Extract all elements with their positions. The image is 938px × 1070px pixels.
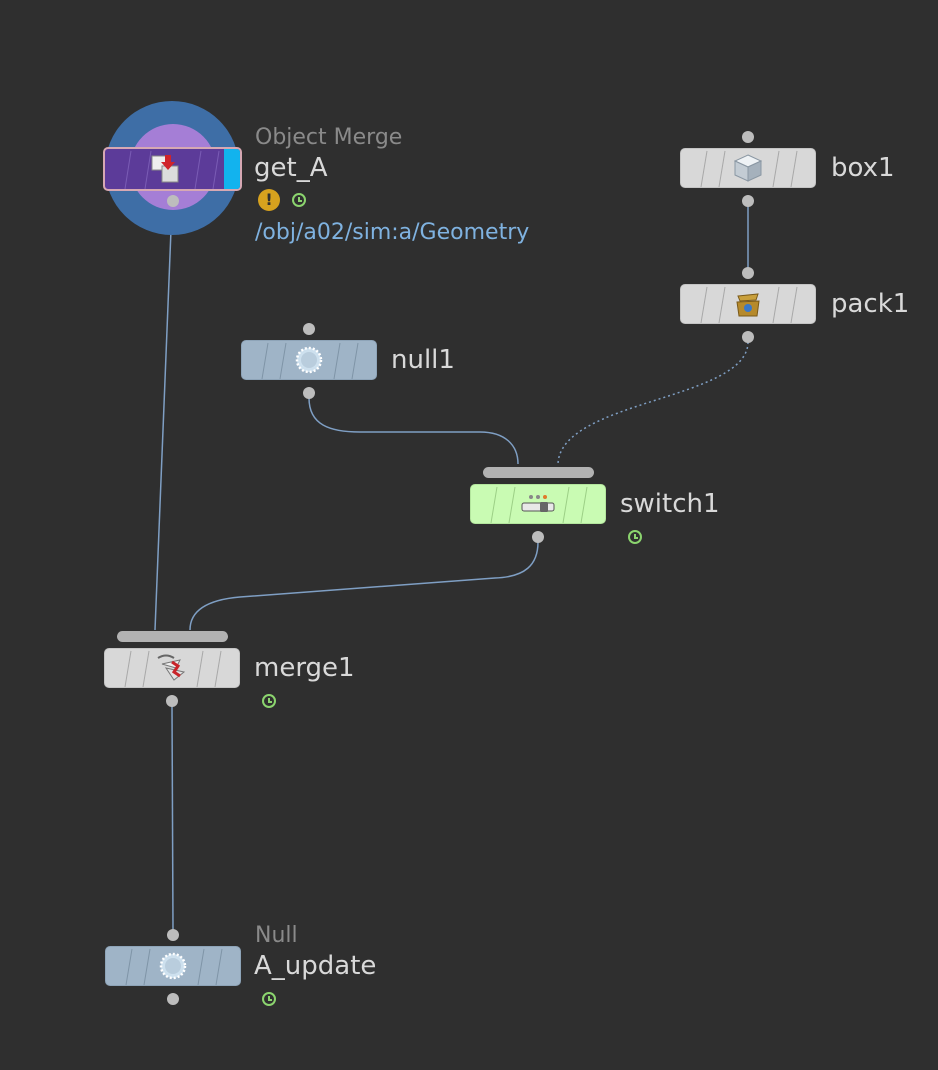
wire-get_A-merge1[interactable]: [154, 204, 173, 631]
node-name-label[interactable]: merge1: [254, 653, 355, 683]
wire-merge1-A_update[interactable]: [171, 705, 174, 931]
wire-pack1-switch1[interactable]: [557, 341, 749, 465]
node-name-label[interactable]: box1: [831, 153, 895, 183]
input-connector[interactable]: [742, 131, 754, 143]
output-connector[interactable]: [532, 531, 544, 543]
node-name-label[interactable]: A_update: [254, 951, 377, 981]
node-null1[interactable]: [241, 340, 377, 380]
node-stripes: [700, 150, 798, 187]
time-dependent-icon: [262, 992, 276, 1006]
node-name-label[interactable]: pack1: [831, 289, 910, 319]
node-pack1[interactable]: [680, 284, 816, 324]
null-icon: [159, 952, 187, 980]
time-dependent-icon: [628, 530, 642, 544]
node-switch1[interactable]: [470, 484, 606, 524]
null-icon: [295, 346, 323, 374]
switch-icon: [521, 495, 555, 512]
output-connector[interactable]: [167, 195, 179, 207]
node-A_update[interactable]: [105, 946, 241, 986]
box-icon: [733, 154, 763, 182]
node-get_A[interactable]: [103, 147, 242, 191]
output-connector[interactable]: [166, 695, 178, 707]
object-merge-path: /obj/a02/sim:a/Geometry: [255, 220, 530, 245]
input-connector[interactable]: [167, 929, 179, 941]
node-stripes: [261, 342, 359, 379]
node-stripes: [125, 948, 223, 985]
output-connector[interactable]: [303, 387, 315, 399]
output-connector[interactable]: [742, 331, 754, 343]
wire-switch1-merge1[interactable]: [189, 541, 539, 631]
time-dependent-icon: [262, 694, 276, 708]
node-merge1[interactable]: [104, 648, 240, 688]
merge-icon: [157, 654, 186, 681]
node-name-label[interactable]: switch1: [620, 489, 720, 519]
input-connector[interactable]: [303, 323, 315, 335]
wire-null1-switch1[interactable]: [308, 397, 519, 465]
node-name-label[interactable]: null1: [391, 345, 455, 375]
multi-input-bar[interactable]: [117, 631, 228, 642]
output-connector[interactable]: [742, 195, 754, 207]
node-type-label: Null: [255, 923, 298, 948]
node-stripes: [700, 286, 798, 323]
time-dependent-icon: [292, 193, 306, 207]
multi-input-bar[interactable]: [483, 467, 594, 478]
object-merge-icon: [151, 155, 178, 183]
input-connector[interactable]: [742, 267, 754, 279]
node-stripes: [124, 150, 220, 189]
node-stripes: [124, 650, 222, 687]
node-name-label[interactable]: get_A: [254, 153, 328, 183]
node-stripes: [490, 486, 588, 523]
node-type-label: Object Merge: [255, 125, 403, 150]
display-flag[interactable]: [224, 149, 240, 189]
pack-icon: [736, 293, 760, 317]
output-connector[interactable]: [167, 993, 179, 1005]
node-box1[interactable]: [680, 148, 816, 188]
warning-icon[interactable]: !: [258, 189, 280, 211]
